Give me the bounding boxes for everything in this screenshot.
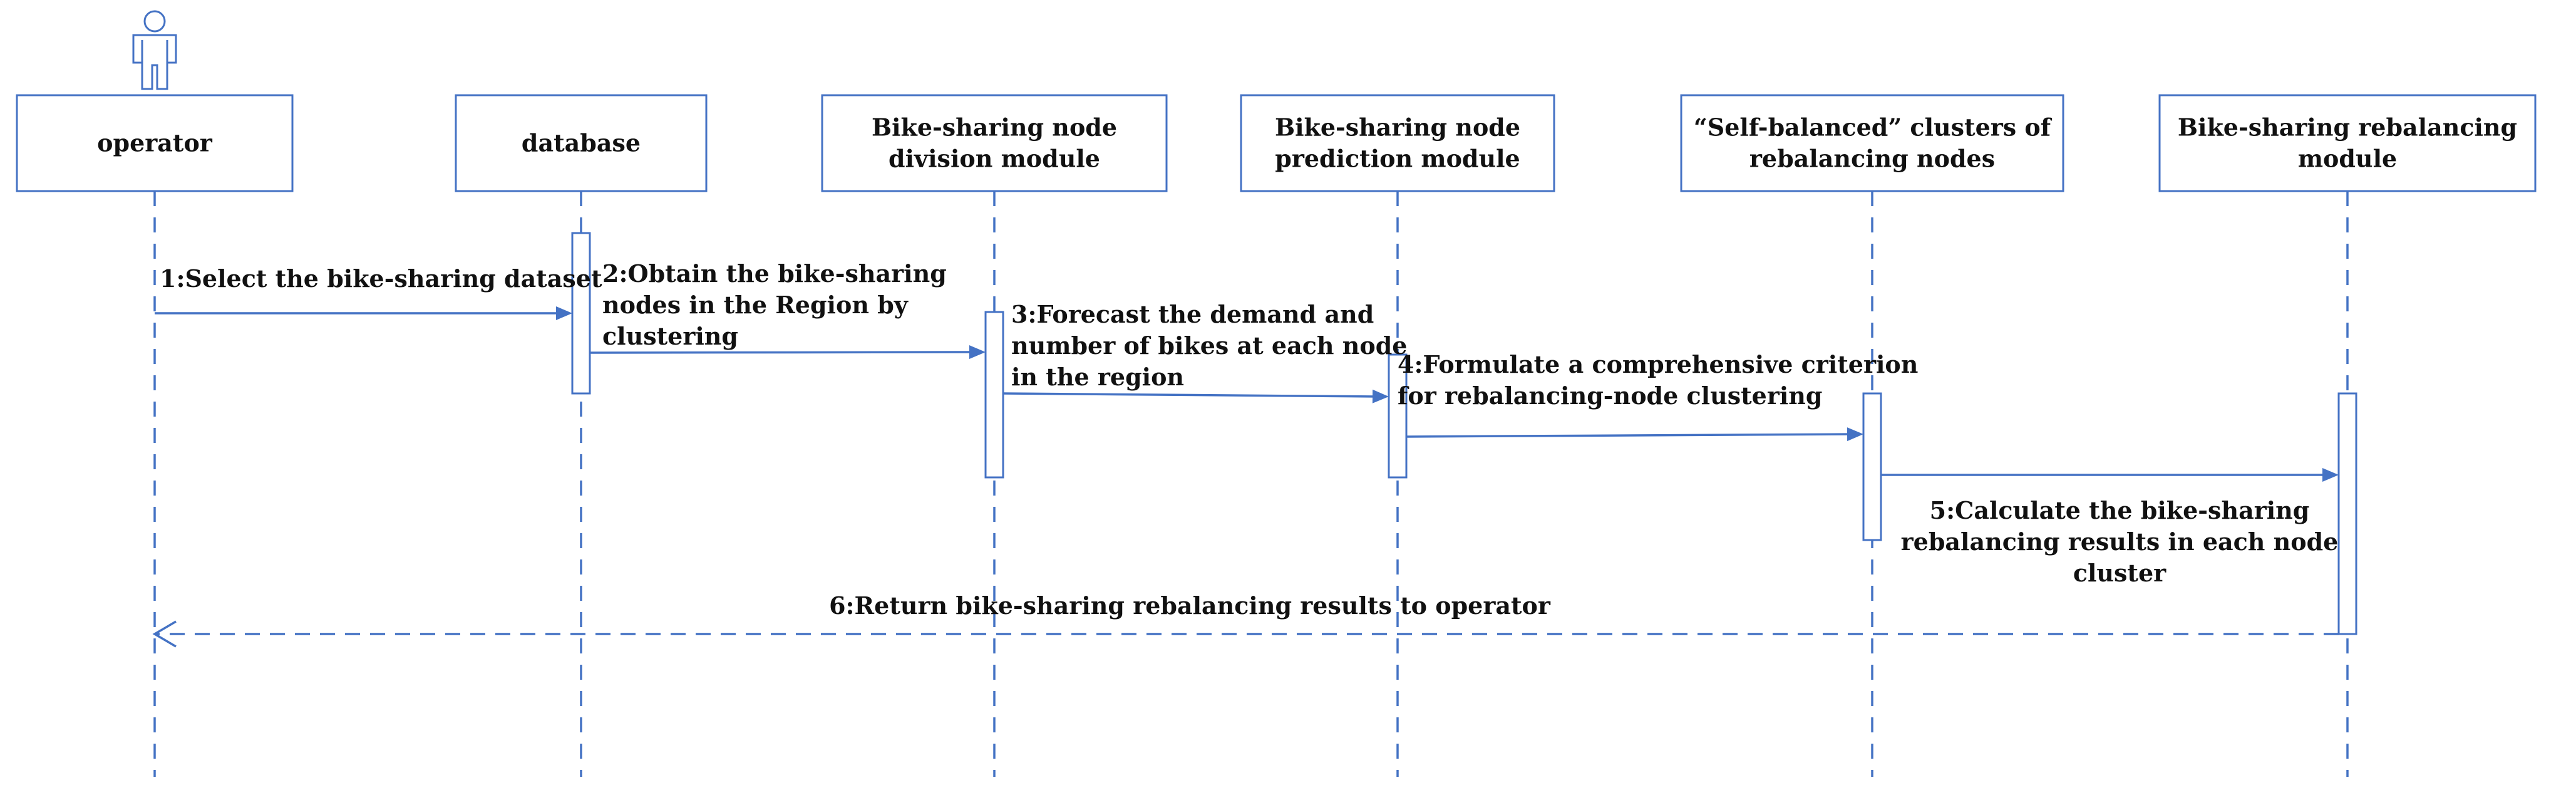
message-label: in the region: [1011, 363, 1184, 391]
participant-label: database: [522, 129, 641, 157]
message-arrow: [1406, 433, 1853, 438]
message-arrow: [1002, 392, 1378, 398]
participant-division[interactable]: Bike-sharing node division module: [821, 94, 1168, 192]
arrowhead-icon: [969, 345, 986, 360]
activation-bar-division: [984, 311, 1004, 479]
message-6[interactable]: 6:Return bike-sharing rebalancing result…: [152, 591, 2339, 648]
person-icon: [132, 10, 177, 90]
participant-label: operator: [97, 129, 213, 157]
message-1[interactable]: 1:Select the bike-sharing dataset: [155, 264, 602, 320]
activation-bar-prediction: [1388, 353, 1408, 479]
arrowhead-icon: [1847, 427, 1863, 442]
participant-box: [16, 94, 294, 192]
message-label: 4:Formulate a comprehensive criterion: [1398, 350, 1918, 378]
message-3[interactable]: 3:Forecast the demand and number of bikes…: [1002, 300, 1407, 403]
message-label: 5:Calculate the bike-sharing: [1930, 496, 2310, 524]
activation-bar-rebalancing: [2337, 392, 2357, 635]
participant-label: Bike-sharing node: [1275, 113, 1520, 142]
open-arrowhead-icon: [152, 620, 177, 648]
participant-database[interactable]: database: [455, 94, 708, 192]
message-5[interactable]: 5:Calculate the bike-sharing rebalancing …: [1881, 468, 2339, 587]
message-label: nodes in the Region by: [602, 291, 909, 319]
message-label: number of bikes at each node: [1011, 331, 1407, 360]
message-label: cluster: [2073, 559, 2166, 587]
message-label: 1:Select the bike-sharing dataset: [160, 264, 602, 293]
message-2[interactable]: 2:Obtain the bike-sharing nodes in the Re…: [589, 259, 986, 360]
arrowhead-icon: [1372, 389, 1389, 403]
participant-rebalancing[interactable]: Bike-sharing rebalancing module: [2158, 94, 2537, 192]
participant-clusters[interactable]: “Self-balanced” clusters of rebalancing n…: [1680, 94, 2064, 192]
message-4[interactable]: 4:Formulate a comprehensive criterion for…: [1398, 350, 1918, 442]
activation-bar-clusters: [1862, 392, 1882, 541]
participant-box: [455, 94, 708, 192]
participant-label: rebalancing nodes: [1749, 145, 1995, 173]
message-arrow: [589, 351, 975, 354]
message-label: 6:Return bike-sharing rebalancing result…: [829, 591, 1551, 620]
message-label: rebalancing results in each node: [1901, 528, 2339, 556]
arrowhead-icon: [556, 306, 572, 320]
participant-box: [1680, 94, 2064, 192]
participant-box: [821, 94, 1168, 192]
participant-box: [1240, 94, 1555, 192]
participant-label: prediction module: [1275, 145, 1520, 173]
participant-label: “Self-balanced” clusters of: [1694, 113, 2053, 142]
participant-label: module: [2298, 145, 2397, 173]
participant-label: Bike-sharing node: [872, 113, 1117, 142]
activation-bar-database: [571, 232, 591, 395]
message-label: 3:Forecast the demand and: [1011, 300, 1374, 328]
message-label: 2:Obtain the bike-sharing: [602, 259, 947, 288]
participant-operator[interactable]: operator: [16, 94, 294, 192]
participant-box: [2158, 94, 2537, 192]
participant-label: Bike-sharing rebalancing: [2178, 113, 2517, 142]
arrowhead-icon: [2322, 468, 2339, 482]
message-label: for rebalancing-node clustering: [1398, 382, 1823, 410]
message-label: clustering: [602, 322, 738, 350]
participant-label: division module: [889, 145, 1100, 173]
participant-prediction[interactable]: Bike-sharing node prediction module: [1240, 94, 1555, 192]
